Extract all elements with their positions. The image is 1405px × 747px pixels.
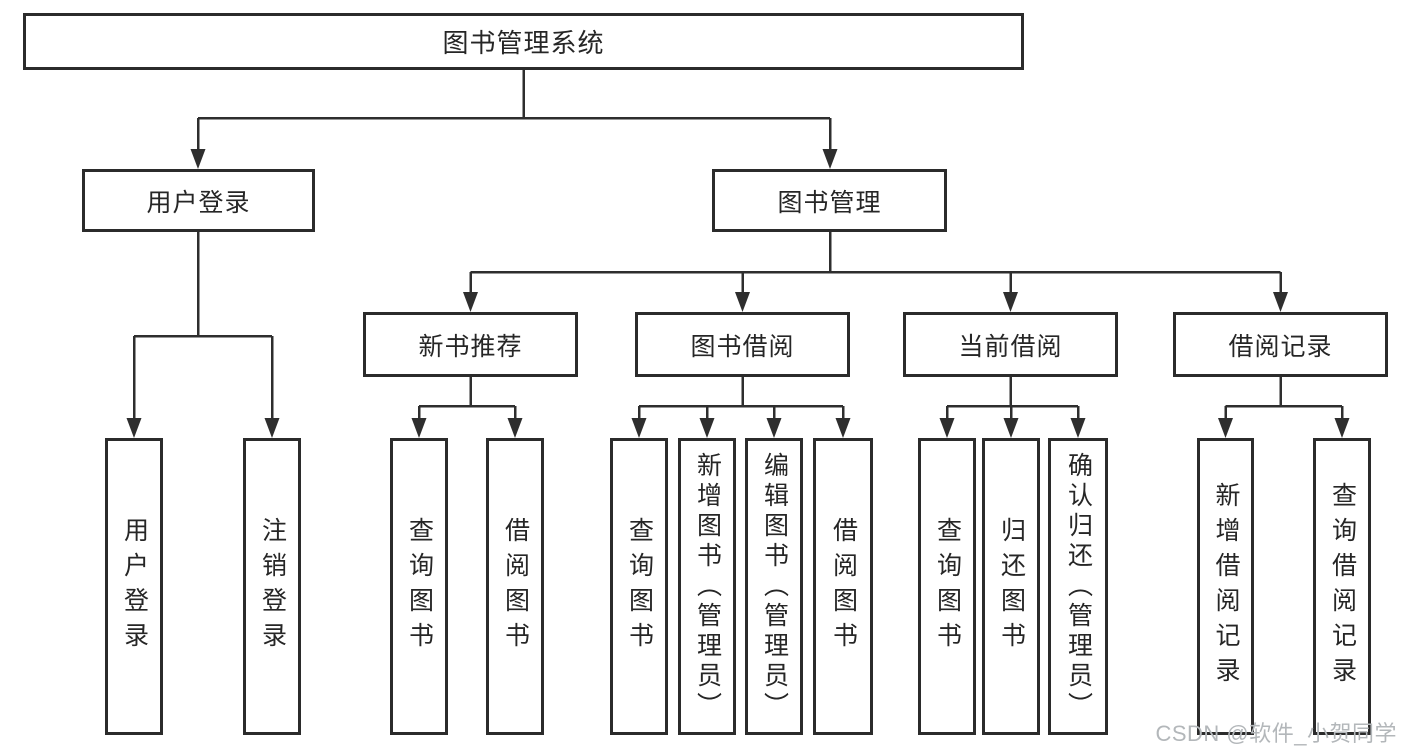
connector-book-borrowing-to-leaves	[631, 377, 851, 438]
leaf-borrow-books: 借阅图书	[486, 438, 544, 735]
leaf-query-books-3: 查询图书	[918, 438, 976, 735]
node-current-borrowing: 当前借阅	[903, 312, 1118, 377]
leaf-edit-books-admin: 编辑图书（管理员）	[745, 438, 803, 735]
connector-borrowing-records-to-leaves	[1218, 377, 1350, 438]
node-user-login: 用户登录	[82, 169, 315, 232]
leaf-query-books: 查询图书	[390, 438, 448, 735]
node-new-book-recommendation: 新书推荐	[363, 312, 578, 377]
csdn-watermark: CSDN @软件_小贺同学	[1155, 721, 1397, 746]
connector-new-book-to-leaves	[411, 377, 523, 438]
leaf-confirm-return-admin: 确认归还（管理员）	[1048, 438, 1108, 735]
leaf-return-books: 归还图书	[982, 438, 1040, 735]
leaf-add-books-admin: 新增图书（管理员）	[678, 438, 736, 735]
leaf-query-books-2: 查询图书	[610, 438, 668, 735]
leaf-user-login: 用户登录	[105, 438, 163, 735]
connector-user-login-to-leaves	[126, 232, 280, 438]
leaf-query-borrow-record: 查询借阅记录	[1313, 438, 1371, 735]
connector-book-management-to-level3	[463, 232, 1288, 312]
node-library-system: 图书管理系统	[23, 13, 1024, 70]
leaf-logout-login: 注销登录	[243, 438, 301, 735]
leaf-add-borrow-record: 新增借阅记录	[1197, 438, 1254, 735]
connector-current-borrowing-to-leaves	[939, 377, 1086, 438]
node-borrowing-records: 借阅记录	[1173, 312, 1388, 377]
node-book-borrowing: 图书借阅	[635, 312, 850, 377]
connector-root-to-level2	[190, 70, 838, 169]
leaf-borrow-books-2: 借阅图书	[813, 438, 873, 735]
node-book-management: 图书管理	[712, 169, 947, 232]
